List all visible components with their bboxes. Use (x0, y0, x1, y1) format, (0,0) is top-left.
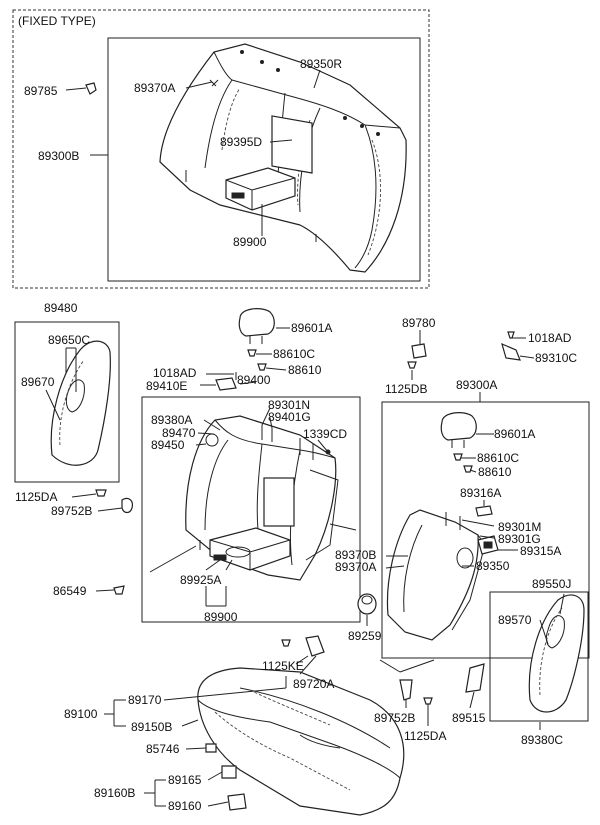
label-89316A: 89316A (460, 486, 501, 500)
label-89259: 89259 (348, 629, 382, 643)
part-number-labels: (FIXED TYPE) 89785 89370A 89350R 89300B … (15, 14, 577, 813)
hook-89160-icon (227, 793, 247, 811)
label-89315A: 89315A (520, 544, 561, 558)
label-89380A: 89380A (151, 413, 192, 427)
label-89752B-left: 89752B (51, 504, 92, 518)
label-89301G: 89301G (498, 532, 541, 546)
label-89785: 89785 (24, 84, 58, 98)
bolt-1125DA-bottom-icon (423, 697, 433, 705)
side-bolster-left-box (14, 321, 120, 483)
label-89720A: 89720A (293, 677, 334, 691)
label-89380C: 89380C (521, 733, 563, 747)
leader-lines (45, 69, 565, 807)
label-89570: 89570 (498, 613, 532, 627)
label-89350R: 89350R (300, 57, 342, 71)
seat-cushion-assembly (197, 667, 405, 816)
clip-89785-icon (85, 82, 97, 95)
clip-89752B-left-icon (121, 497, 133, 514)
label-89601A-left: 89601A (291, 321, 332, 335)
label-86549: 86549 (53, 584, 87, 598)
bracket-89720A-icon (305, 635, 325, 657)
label-89601A-right: 89601A (494, 427, 535, 441)
bolt-1125KE-icon (281, 639, 291, 647)
label-89395D: 89395D (220, 135, 262, 149)
label-89165: 89165 (168, 773, 202, 787)
label-89310C: 89310C (535, 351, 577, 365)
label-89350: 89350 (476, 559, 510, 573)
label-89752B-bottom: 89752B (374, 711, 415, 725)
label-89100: 89100 (64, 707, 98, 721)
label-89160B: 89160B (94, 786, 135, 800)
label-89900-top: 89900 (233, 235, 267, 249)
guide-88610-right-icon (463, 465, 473, 473)
label-89370A-top: 89370A (134, 81, 175, 95)
label-89515: 89515 (452, 711, 486, 725)
bolt-1125DA-left-icon (95, 489, 107, 497)
label-88610C-left: 88610C (273, 347, 315, 361)
label-85746: 85746 (146, 742, 180, 756)
label-89400: 89400 (237, 373, 271, 387)
guide-88610-left-icon (257, 363, 267, 371)
bolt-1125DB-icon (407, 361, 417, 369)
side-bolster-right-box (489, 591, 589, 722)
label-89470: 89470 (162, 426, 196, 440)
bracket-89515-icon (465, 663, 485, 693)
label-89650C: 89650C (48, 333, 90, 347)
bracket-89780-icon (411, 343, 427, 359)
label-88610C-right: 88610C (477, 451, 519, 465)
label-89150B: 89150B (131, 720, 172, 734)
label-1018AD-left: 1018AD (153, 366, 197, 380)
fixed-type-group-frame (12, 9, 430, 289)
label-89370B: 89370B (335, 548, 376, 562)
label-1018AD-right: 1018AD (528, 331, 572, 345)
label-89780: 89780 (402, 316, 436, 330)
clip-89752B-bottom-icon (399, 679, 413, 701)
hook-89165-icon (221, 765, 237, 779)
label-89370A-right: 89370A (335, 560, 376, 574)
label-89401G: 89401G (268, 410, 311, 424)
bracket-89410E-icon (215, 377, 237, 391)
group-title: (FIXED TYPE) (18, 14, 96, 28)
bolt-1018AD-right-icon (507, 331, 515, 339)
guide-88610C-left-icon (247, 349, 257, 357)
label-89550J: 89550J (532, 577, 571, 591)
label-89170: 89170 (128, 693, 162, 707)
seatback-right-box (381, 401, 590, 659)
label-1125KE: 1125KE (262, 659, 304, 673)
side-bolster-left (50, 340, 111, 466)
cap-89259-inner (361, 595, 373, 605)
seatback-left-assembly (185, 415, 339, 581)
label-89450: 89450 (151, 438, 185, 452)
seatback-right-assembly (386, 505, 499, 641)
headrest-left (238, 308, 275, 344)
side-bolster-right (528, 594, 585, 713)
bracket-89310C-icon (501, 342, 521, 361)
clip-85746-icon (205, 743, 217, 753)
label-89410E: 89410E (146, 379, 187, 393)
headrest-right (440, 412, 477, 448)
label-89301M: 89301M (498, 520, 541, 534)
fixed-seatback-assembly (159, 43, 407, 273)
label-1339CD: 1339CD (303, 427, 347, 441)
label-89480: 89480 (44, 301, 78, 315)
clip-86549-icon (113, 585, 125, 595)
label-1125DB: 1125DB (385, 382, 427, 396)
label-1125DA-left: 1125DA (15, 490, 57, 504)
label-88610-right: 88610 (478, 465, 512, 479)
label-89160: 89160 (168, 799, 202, 813)
label-89925A: 89925A (180, 573, 221, 587)
label-88610-left: 88610 (288, 363, 322, 377)
label-89301N: 89301N (268, 398, 310, 412)
label-89670: 89670 (21, 375, 55, 389)
label-1125DA-bottom: 1125DA (404, 729, 446, 743)
seatback-left-box (141, 396, 361, 623)
label-89300A: 89300A (456, 378, 497, 392)
label-89900-mid: 89900 (204, 610, 238, 624)
guide-88610C-right-icon (453, 453, 463, 461)
fixed-type-back-box (107, 37, 421, 282)
label-89300B: 89300B (38, 149, 79, 163)
